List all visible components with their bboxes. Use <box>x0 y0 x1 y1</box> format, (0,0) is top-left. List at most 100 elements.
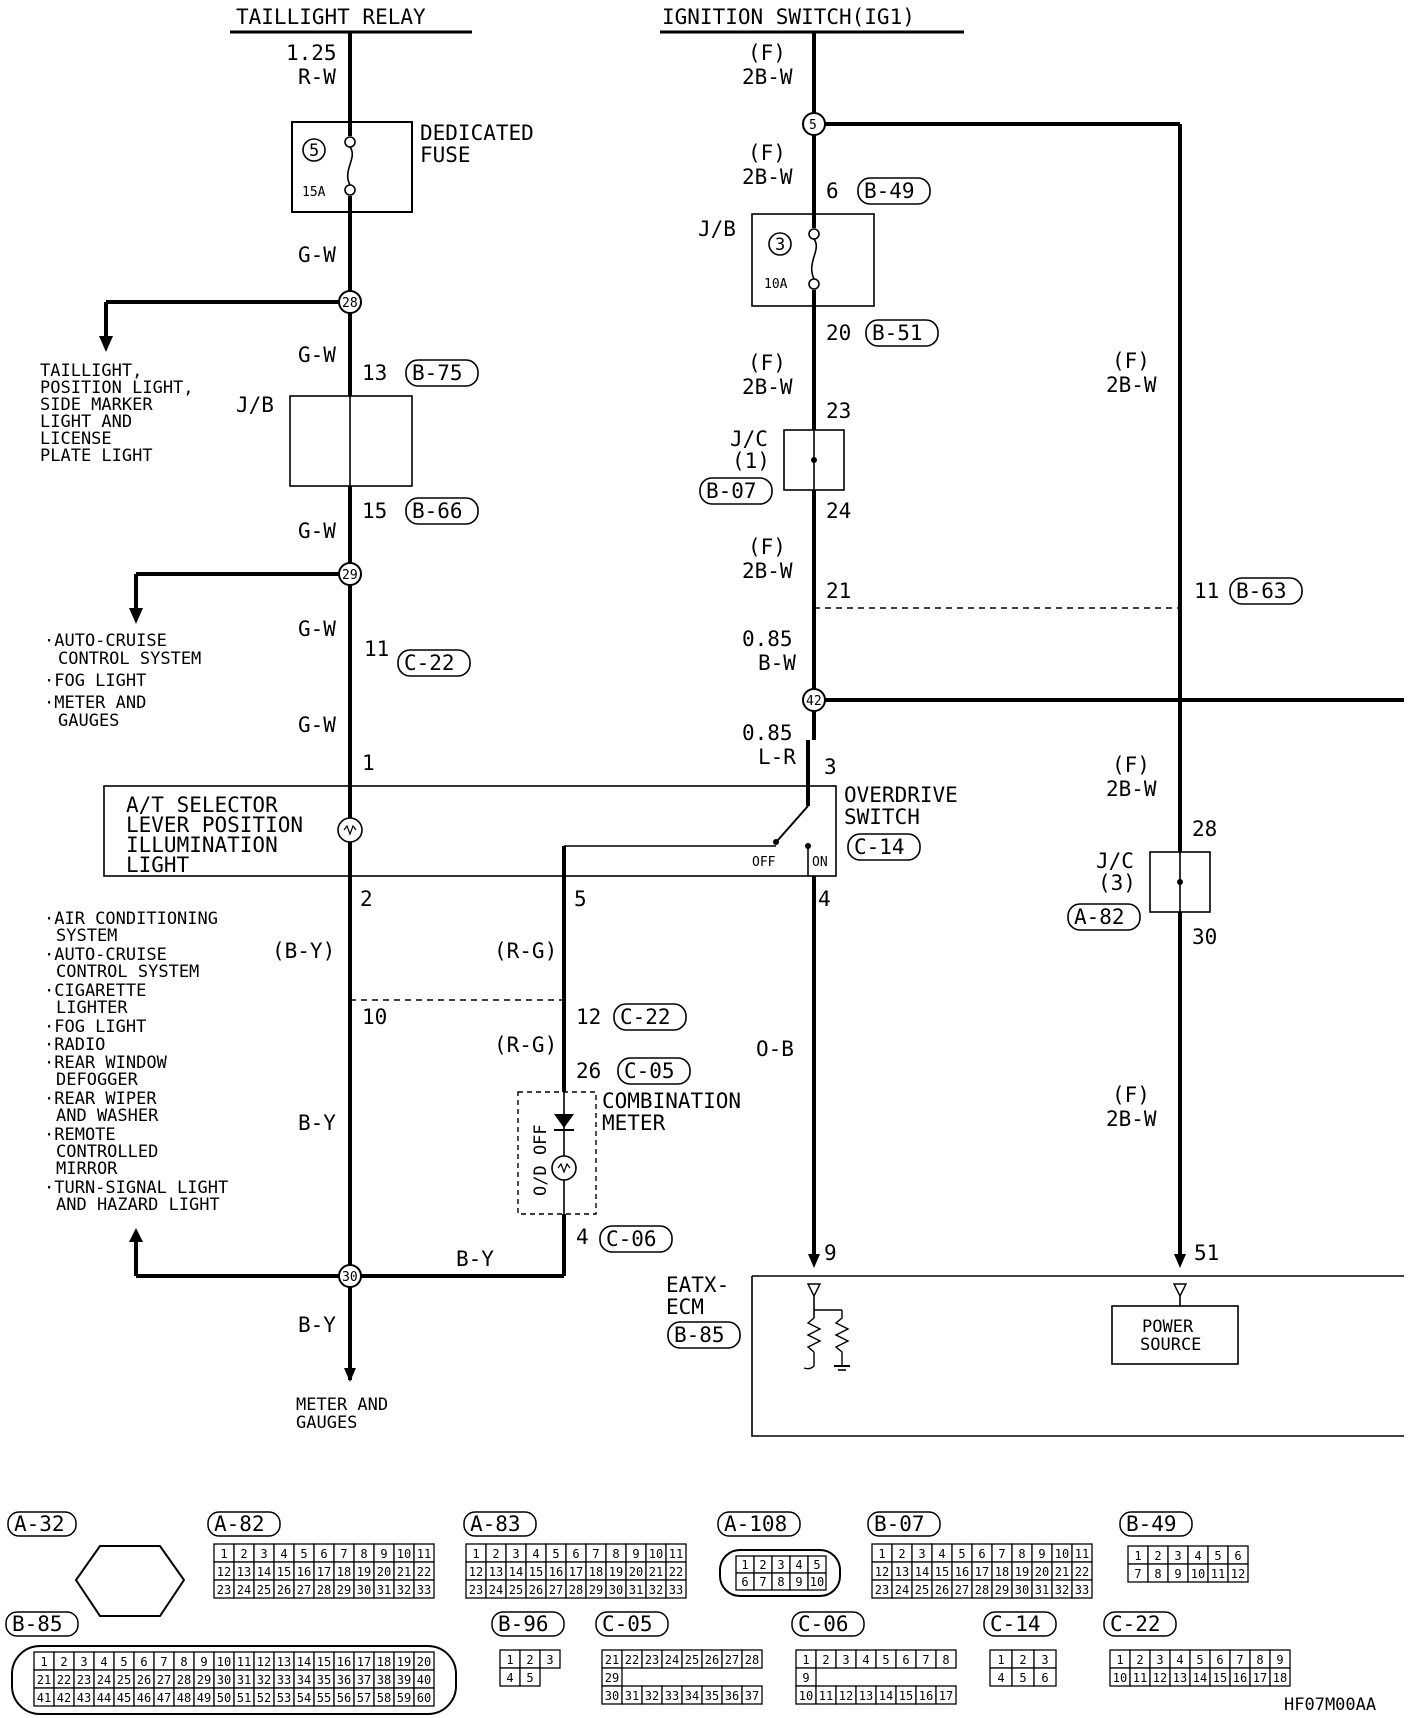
connector-pin <box>413 1579 435 1599</box>
pin-number: 19 <box>609 1565 623 1579</box>
load-text: ·REMOTE <box>44 1125 116 1145</box>
pin-number: 9 <box>795 1575 802 1589</box>
conn-b07-badge: B-07 <box>699 477 773 505</box>
pin-number: 31 <box>625 1689 639 1703</box>
jc3-number: (3) <box>1098 871 1136 895</box>
wire-2bw-5: 2B-W <box>1106 373 1157 397</box>
pin-number: 7 <box>1134 1567 1141 1581</box>
power-label: POWER <box>1142 1317 1194 1337</box>
pin-number: 13 <box>859 1689 873 1703</box>
pin-number: 12 <box>839 1689 853 1703</box>
pin-number: 15 <box>935 1565 949 1579</box>
pin-number: 3 <box>1174 1549 1181 1563</box>
pin-number: 17 <box>317 1565 331 1579</box>
pin-number: 1 <box>1116 1653 1123 1667</box>
pin-number: 10 <box>799 1689 813 1703</box>
selector-label-line: LIGHT <box>126 853 190 877</box>
pin-number: 23 <box>645 1653 659 1667</box>
combination-label: COMBINATION <box>602 1089 741 1113</box>
pin-number: 8 <box>1256 1653 1263 1667</box>
pin-number: 18 <box>995 1565 1009 1579</box>
jc3-label: J/C <box>1096 849 1134 873</box>
connector-pin <box>1071 1579 1093 1599</box>
pin-number: 19 <box>397 1655 411 1669</box>
connector-pin <box>519 1667 541 1687</box>
load-text: ·FOG LIGHT <box>44 1017 146 1037</box>
at-selector-label: A/T SELECTOR LEVER POSITION ILLUMINATION… <box>126 793 303 877</box>
load-text: ·AUTO-CRUISE <box>44 631 167 651</box>
pin-number: 26 <box>529 1583 543 1597</box>
pin-number: 2 <box>898 1547 905 1561</box>
pin-number: 30 <box>217 1673 231 1687</box>
conn-c06-badge: C-06 <box>599 1225 673 1253</box>
pin-number: 27 <box>157 1673 171 1687</box>
connector-pin <box>741 1649 763 1669</box>
label-a32: A-32 <box>7 1511 77 1537</box>
pin-number: 18 <box>337 1565 351 1579</box>
pin-number: 4 <box>862 1653 869 1667</box>
meter-and-label: METER AND <box>296 1395 388 1415</box>
pin-number: 55 <box>317 1691 331 1705</box>
pin-number: 21 <box>397 1565 411 1579</box>
load-text: LIGHT AND <box>40 412 132 432</box>
pin-number: 33 <box>665 1689 679 1703</box>
load-text: ·REAR WIPER <box>44 1089 157 1109</box>
pin-number: 4 <box>997 1671 1004 1685</box>
load-text: ·REAR WINDOW <box>44 1053 168 1073</box>
wire-f-1: (F) <box>748 41 786 65</box>
pin-number: 48 <box>177 1691 191 1705</box>
pin-number: 1 <box>741 1558 748 1572</box>
pin-number: 31 <box>377 1583 391 1597</box>
label-c14: C-14 <box>983 1611 1057 1637</box>
b85-text: B-85 <box>12 1612 63 1636</box>
c06-text: C-06 <box>798 1612 849 1636</box>
wire-2bw-4: 2B-W <box>742 559 793 583</box>
load-text: ·CIGARETTE <box>44 981 146 1001</box>
pin-number: 9 <box>200 1655 207 1669</box>
wire-rg-paren-1: (R-G) <box>494 939 557 963</box>
load-text: MIRROR <box>56 1159 118 1179</box>
pin-number: 15 <box>899 1689 913 1703</box>
junction-29: 29 <box>129 562 362 624</box>
pin-number: 17 <box>939 1689 953 1703</box>
b49-text: B-49 <box>1126 1512 1177 1536</box>
pin-number: 28 <box>177 1673 191 1687</box>
pin-number: 57 <box>357 1691 371 1705</box>
label-a82: A-82 <box>207 1511 281 1537</box>
pin-number: 33 <box>417 1583 431 1597</box>
pin-number: 1 <box>506 1653 513 1667</box>
pin-number: 11 <box>669 1547 683 1561</box>
eatx-ecm-box <box>751 1275 1404 1437</box>
pin-21: 21 <box>826 579 851 603</box>
pin-number: 14 <box>915 1565 929 1579</box>
pin-number: 7 <box>922 1653 929 1667</box>
pin-number: 25 <box>915 1583 929 1597</box>
pin-number: 5 <box>882 1653 889 1667</box>
meter-label: METER <box>602 1111 666 1135</box>
label-b07: B-07 <box>867 1511 941 1537</box>
pin-number: 6 <box>572 1547 579 1561</box>
pin-number: 5 <box>813 1558 820 1572</box>
pin-number: 7 <box>998 1547 1005 1561</box>
pin-number: 20 <box>417 1655 431 1669</box>
pin-15: 15 <box>362 499 387 523</box>
pin-number: 16 <box>1233 1671 1247 1685</box>
pin-number: 14 <box>509 1565 523 1579</box>
wire-gw-3: G-W <box>298 519 336 543</box>
connector-pin <box>741 1685 763 1705</box>
pin-23: 23 <box>826 399 851 423</box>
conn-c06-text: C-06 <box>606 1227 657 1251</box>
junction-42: 42 <box>802 688 1404 712</box>
jb-label-right: J/B <box>698 217 736 241</box>
conn-b75-text: B-75 <box>412 361 463 385</box>
junction-28: 28 <box>99 290 362 352</box>
pin-number: 29 <box>589 1583 603 1597</box>
pin-number: 24 <box>489 1583 503 1597</box>
pin-number: 2 <box>240 1547 247 1561</box>
pin-13: 13 <box>362 361 387 385</box>
pin-number: 5 <box>300 1547 307 1561</box>
pin-number: 33 <box>1075 1583 1089 1597</box>
